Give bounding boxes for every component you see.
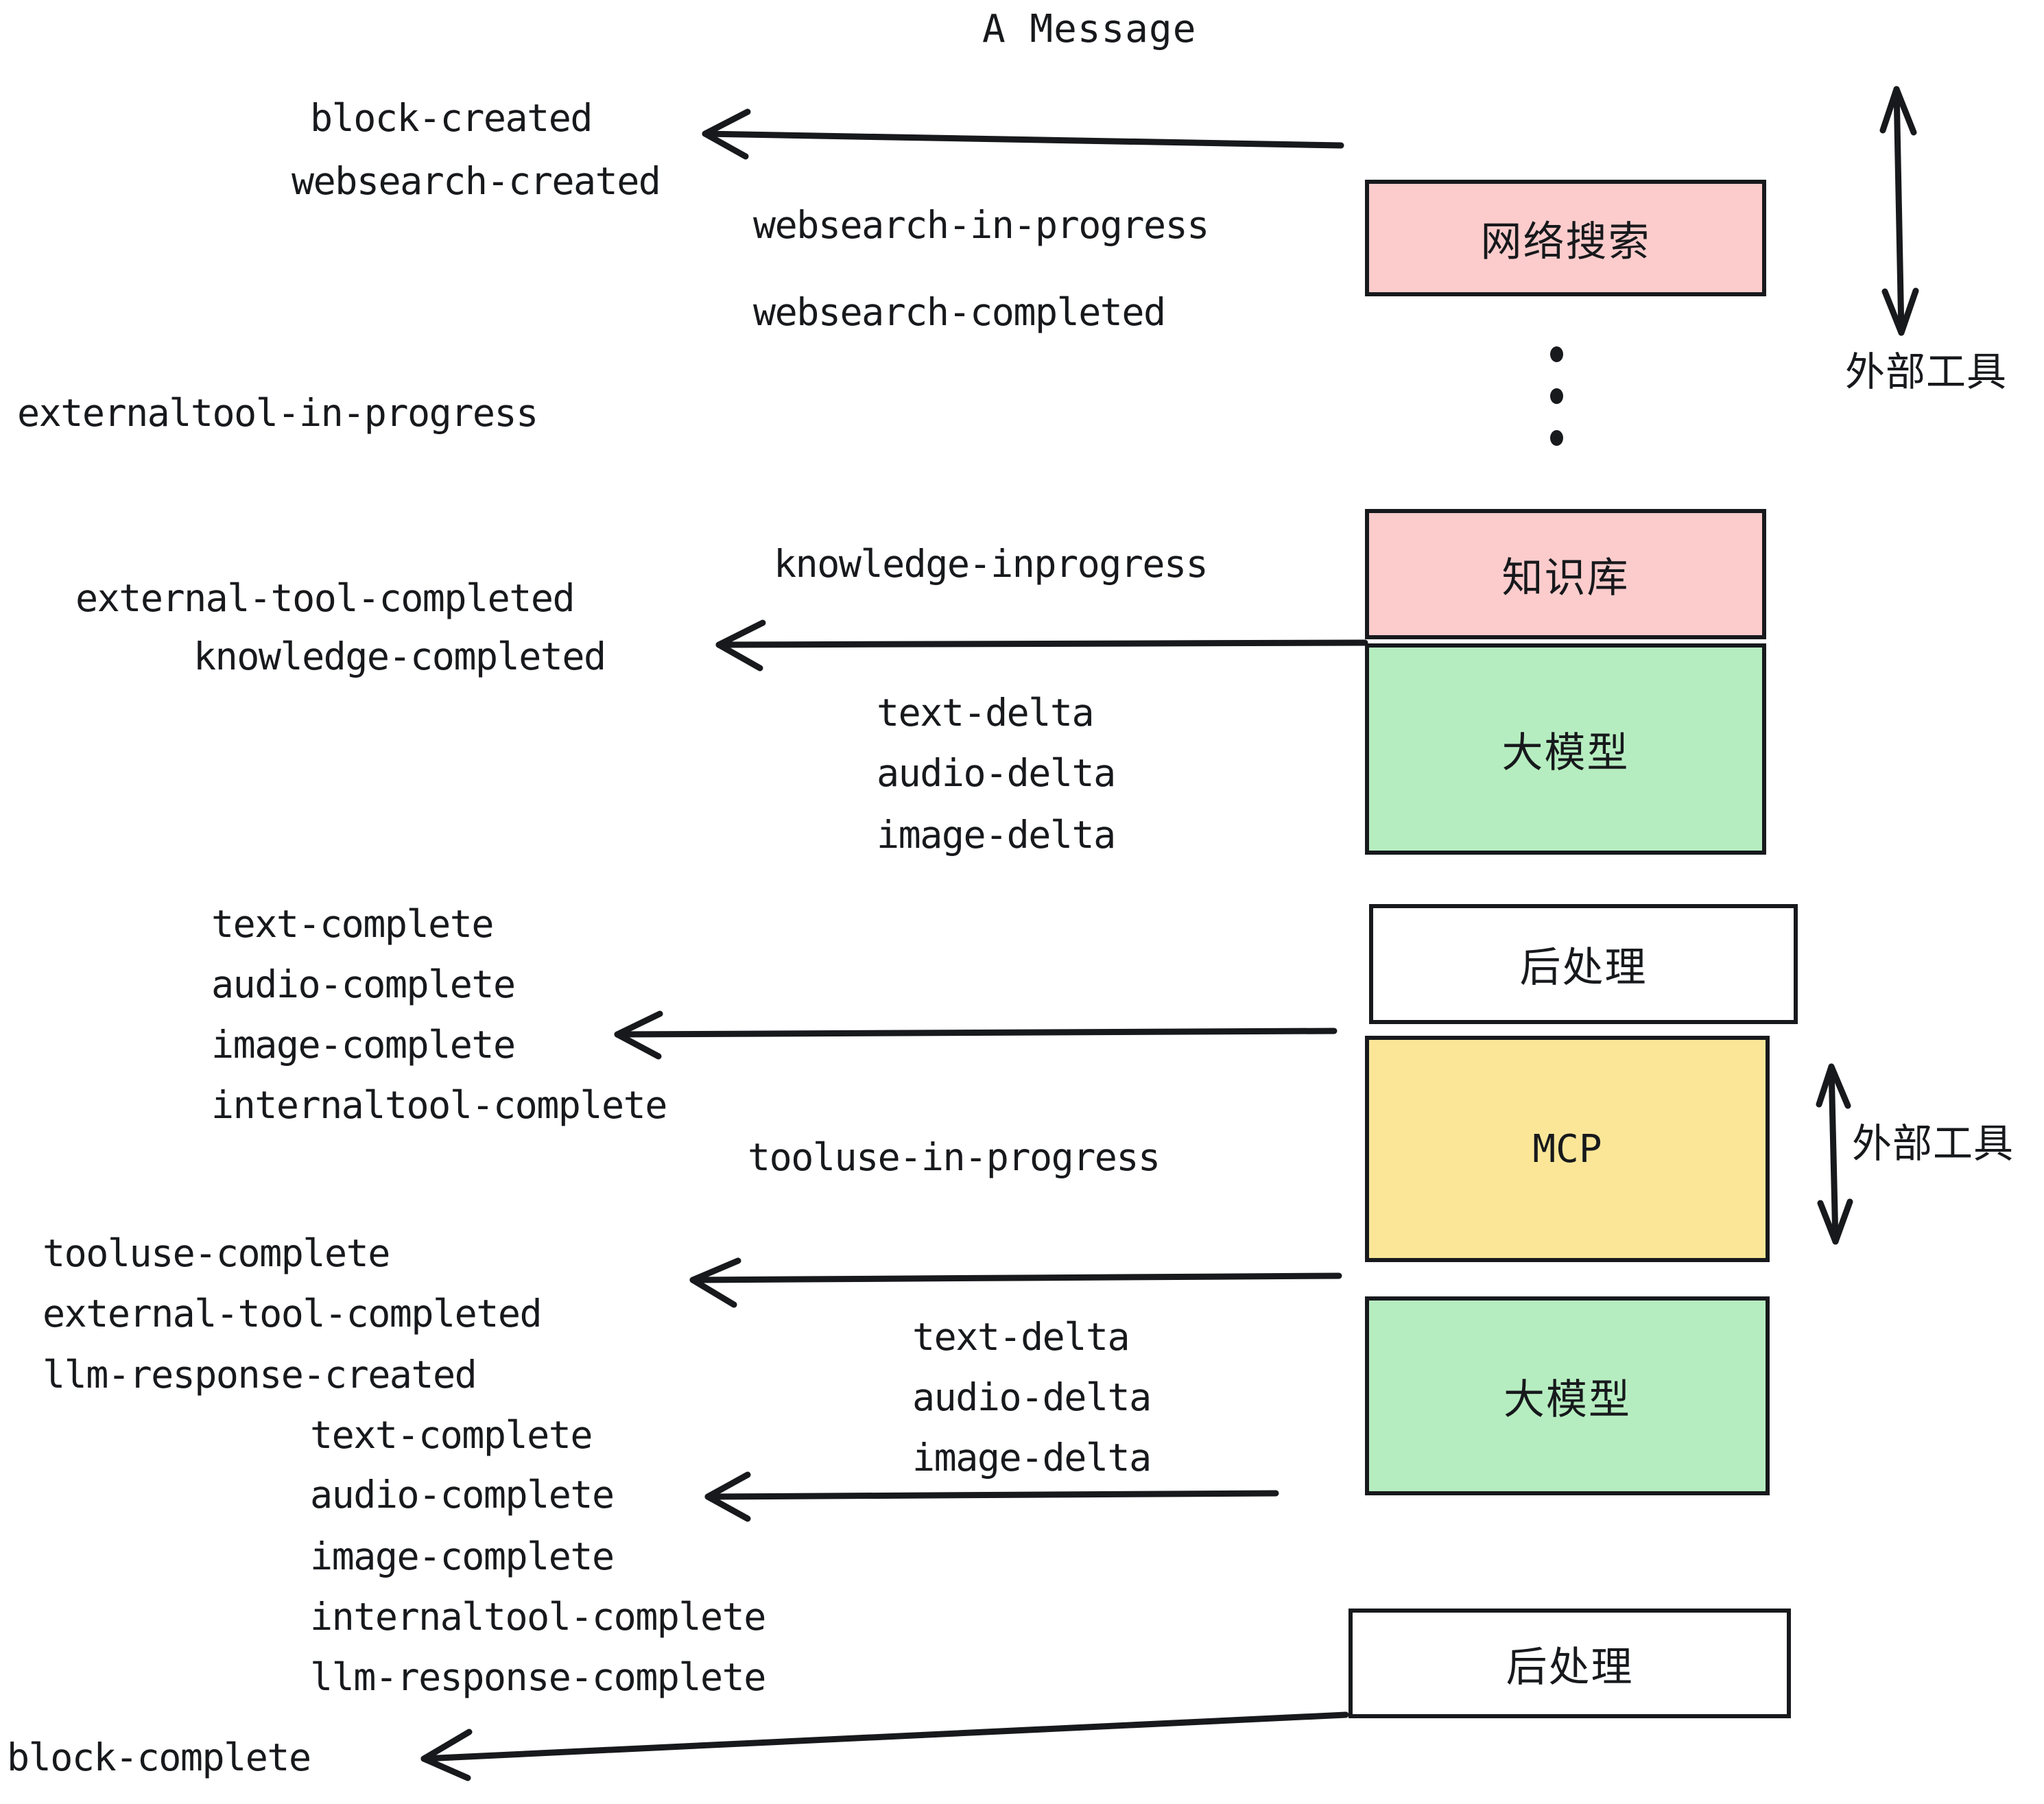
event-block-created: block-created — [310, 96, 593, 140]
arrow-mcp-to-tooluse-complete — [689, 1257, 1342, 1308]
event-external-tool-completed-2: external-tool-completed — [43, 1292, 543, 1336]
page-title: A Message — [982, 7, 1197, 51]
event-tooluse-in-progress: tooluse-in-progress — [748, 1135, 1161, 1179]
event-block-complete: block-complete — [7, 1735, 311, 1779]
box-llm-bottom[interactable]: 大模型 — [1365, 1296, 1770, 1495]
label-external-tools-bottom: 外部工具 — [1852, 1120, 2015, 1167]
event-image-complete-1: image-complete — [211, 1023, 516, 1067]
event-text-complete-1: text-complete — [211, 902, 494, 946]
arrow-llm-to-audio-complete — [704, 1471, 1279, 1522]
event-audio-complete-1: audio-complete — [211, 962, 516, 1006]
ellipsis-dots — [1549, 346, 1563, 446]
event-llm-response-created: llm-response-created — [43, 1353, 477, 1397]
dot-1 — [1549, 346, 1563, 362]
arrow-external-tools-top — [1879, 86, 1919, 336]
event-websearch-created: websearch-created — [292, 159, 661, 203]
box-mcp-label: MCP — [1532, 1126, 1602, 1172]
arrow-postprocess-to-image-complete — [614, 1010, 1338, 1060]
event-internaltool-complete-1: internaltool-complete — [211, 1083, 667, 1127]
event-websearch-in-progress: websearch-in-progress — [753, 203, 1209, 247]
box-llm-top[interactable]: 大模型 — [1365, 643, 1766, 855]
event-llm-response-complete: llm-response-complete — [310, 1655, 766, 1699]
box-knowledge[interactable]: 知识库 — [1365, 509, 1766, 639]
dot-3 — [1549, 430, 1563, 446]
event-audio-complete-2: audio-complete — [310, 1473, 615, 1517]
box-websearch[interactable]: 网络搜索 — [1365, 180, 1766, 296]
event-external-tool-completed-1: external-tool-completed — [75, 576, 575, 620]
box-postprocess-bottom[interactable]: 后处理 — [1348, 1609, 1791, 1718]
label-external-tools-top: 外部工具 — [1845, 348, 2008, 395]
event-image-delta-1: image-delta — [877, 813, 1116, 857]
event-text-complete-2: text-complete — [310, 1413, 593, 1457]
arrow-postprocess-to-block-complete — [420, 1711, 1349, 1781]
event-text-delta-2: text-delta — [912, 1315, 1130, 1359]
box-postprocess-bottom-label: 后处理 — [1506, 1643, 1634, 1692]
event-image-delta-2: image-delta — [912, 1436, 1152, 1480]
event-tooluse-complete: tooluse-complete — [43, 1231, 390, 1275]
dot-2 — [1549, 388, 1563, 404]
box-knowledge-label: 知识库 — [1501, 554, 1630, 602]
box-websearch-label: 网络搜索 — [1480, 217, 1651, 266]
event-text-delta-1: text-delta — [877, 691, 1095, 735]
arrow-knowledge-to-knowledge-completed — [715, 619, 1368, 672]
event-internaltool-complete-2: internaltool-complete — [310, 1595, 766, 1639]
box-llm-top-label: 大模型 — [1501, 728, 1630, 777]
arrow-websearch-to-block-created — [702, 108, 1344, 160]
event-websearch-completed: websearch-completed — [753, 290, 1166, 334]
event-audio-delta-2: audio-delta — [912, 1375, 1152, 1419]
event-knowledge-completed: knowledge-completed — [193, 634, 606, 678]
event-externaltool-in-progress: externaltool-in-progress — [17, 391, 538, 435]
arrow-external-tools-bottom — [1816, 1063, 1853, 1245]
event-knowledge-inprogress: knowledge-inprogress — [774, 542, 1209, 586]
box-mcp[interactable]: MCP — [1365, 1036, 1770, 1262]
box-postprocess-top-label: 后处理 — [1519, 944, 1648, 992]
event-image-complete-2: image-complete — [310, 1534, 615, 1578]
event-audio-delta-1: audio-delta — [877, 751, 1116, 795]
box-postprocess-top[interactable]: 后处理 — [1369, 904, 1798, 1024]
box-llm-bottom-label: 大模型 — [1504, 1375, 1631, 1424]
